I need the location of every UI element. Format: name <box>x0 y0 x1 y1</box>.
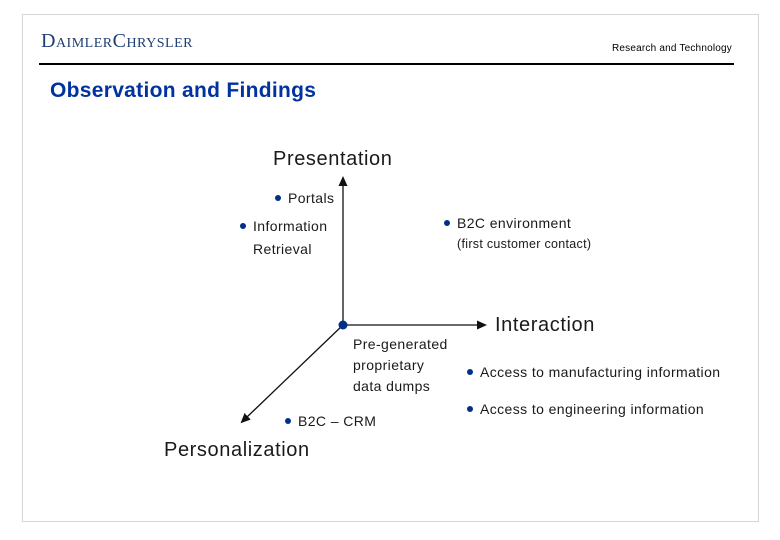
diagram-item-access-engineering: Access to engineering information <box>467 399 704 419</box>
item-label: Pre-generated proprietary data dumps <box>353 336 448 394</box>
axis-label-personalization: Personalization <box>164 439 310 461</box>
item-label: Portals <box>288 190 335 206</box>
diagram-item-b2c-environment: B2C environment (first customer contact) <box>444 213 591 254</box>
slide-title: Observation and Findings <box>50 79 317 102</box>
bullet-icon <box>275 195 281 201</box>
diagram-item-portals: Portals <box>275 188 334 208</box>
bullet-icon <box>467 406 473 412</box>
bullet-icon <box>285 418 291 424</box>
axes-graphic <box>240 176 487 424</box>
bullet-icon <box>467 369 473 375</box>
diagram-item-origin-note: Pre-generated proprietary data dumps <box>353 334 448 397</box>
item-label: B2C environment (first customer contact) <box>457 213 591 254</box>
item-label: Information Retrieval <box>253 218 328 257</box>
item-sub-note: (first customer contact) <box>457 237 592 251</box>
diagram-item-b2c-crm: B2C – CRM <box>285 411 376 431</box>
three-axis-diagram: Presentation Interaction Personalization… <box>23 15 760 523</box>
presentation-slide: DaimlerChrysler Research and Technology … <box>22 14 759 522</box>
item-label: Access to engineering information <box>480 401 705 417</box>
diagram-item-information-retrieval: Information Retrieval <box>240 215 327 261</box>
bullet-icon <box>444 220 450 226</box>
header-divider <box>39 63 734 65</box>
department-label: Research and Technology <box>611 43 732 54</box>
axis-label-interaction: Interaction <box>495 314 595 336</box>
personalization-axis-line <box>240 324 344 424</box>
diagram-item-access-manufacturing: Access to manufacturing information <box>467 362 720 382</box>
bullet-icon <box>240 223 246 229</box>
axis-label-presentation: Presentation <box>273 148 393 170</box>
item-label: Access to manufacturing information <box>480 364 721 380</box>
item-label: B2C – CRM <box>298 413 377 429</box>
origin-point <box>338 320 348 330</box>
daimlerchrysler-logo: DaimlerChrysler <box>41 30 193 52</box>
